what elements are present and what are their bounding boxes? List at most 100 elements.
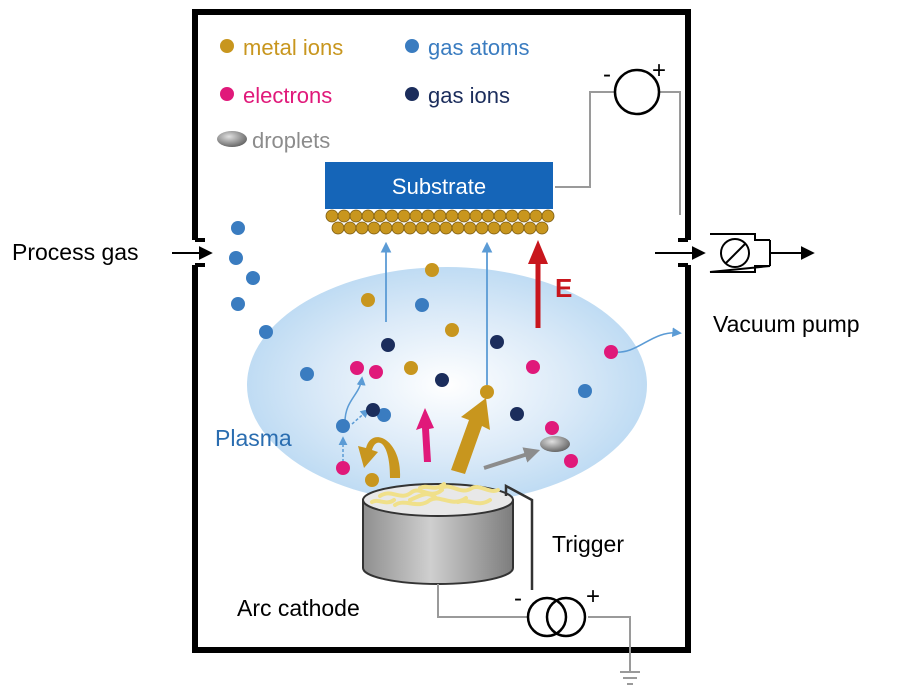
gas-atom-particle <box>578 384 592 398</box>
gas-atom-particle <box>336 419 350 433</box>
coating-sphere <box>529 209 543 223</box>
deposited-coating <box>325 209 555 235</box>
coating-sphere <box>367 221 381 235</box>
gas-atom-particle <box>415 298 429 312</box>
coating-sphere <box>481 209 495 223</box>
electric-field-arrow: E <box>528 240 572 328</box>
coating-sphere <box>325 209 339 223</box>
electron-particle <box>336 461 350 475</box>
legend-droplet-icon <box>217 131 247 147</box>
legend: metal ions gas atoms electrons gas ions … <box>217 35 530 153</box>
coating-sphere <box>355 221 369 235</box>
arc-supply-minus: - <box>514 585 522 612</box>
coating-sphere <box>391 221 405 235</box>
gas-atom-particle <box>231 221 245 235</box>
legend-gas-ion-dot <box>405 87 419 101</box>
coating-sphere <box>457 209 471 223</box>
droplet-emission-arrow <box>483 447 541 470</box>
metal-ion-particle <box>365 473 379 487</box>
gas-ion-particle <box>435 373 449 387</box>
arc-power-supply: - + Arc cathode <box>237 583 640 685</box>
electron-particle <box>369 365 383 379</box>
arc-cathode-label: Arc cathode <box>237 595 360 621</box>
emission-arrows <box>358 398 570 478</box>
metal-ion-particle <box>445 323 459 337</box>
coating-sphere <box>487 221 501 235</box>
electron-particle <box>350 361 364 375</box>
coating-sphere <box>373 209 387 223</box>
collision-paths <box>338 376 370 462</box>
coating-sphere <box>439 221 453 235</box>
coating-sphere <box>385 209 399 223</box>
legend-electrons: electrons <box>243 83 332 108</box>
coating-sphere <box>379 221 393 235</box>
coating-sphere <box>451 221 465 235</box>
vacuum-pump: Vacuum pump <box>655 233 860 337</box>
coating-sphere <box>427 221 441 235</box>
coating-sphere <box>469 209 483 223</box>
legend-gas-atom-dot <box>405 39 419 53</box>
escaping-electron-path <box>611 327 682 353</box>
coating-sphere <box>535 221 549 235</box>
coating-sphere <box>493 209 507 223</box>
coating-sphere <box>475 221 489 235</box>
droplet <box>540 436 570 452</box>
coating-sphere <box>463 221 477 235</box>
metal-ion-particle <box>361 293 375 307</box>
metal-ion-particle <box>480 385 494 399</box>
legend-metal-ion-dot <box>220 39 234 53</box>
coating-sphere <box>331 221 345 235</box>
bias-minus: - <box>603 61 611 88</box>
bias-source-icon <box>613 68 661 116</box>
coating-sphere <box>337 209 351 223</box>
coating-sphere <box>445 209 459 223</box>
plasma-label: Plasma <box>215 425 292 451</box>
electron-particle <box>545 421 559 435</box>
bias-plus: + <box>652 57 666 84</box>
gas-atom-particle <box>229 251 243 265</box>
legend-droplets: droplets <box>252 128 330 153</box>
metal-ion-particle <box>404 361 418 375</box>
metal-ion-particle <box>425 263 439 277</box>
coating-sphere <box>541 209 555 223</box>
bias-power-supply: - + <box>555 57 681 215</box>
vacuum-pump-label: Vacuum pump <box>713 311 860 337</box>
legend-electron-dot <box>220 87 234 101</box>
field-label: E <box>555 273 572 303</box>
process-gas-label: Process gas <box>12 239 139 265</box>
arc-cathode <box>362 482 514 585</box>
gas-ion-particle <box>490 335 504 349</box>
ion-trajectories <box>380 241 493 385</box>
coating-sphere <box>409 209 423 223</box>
substrate <box>325 162 553 209</box>
electron-particle <box>604 345 618 359</box>
electron-particle <box>526 360 540 374</box>
coating-sphere <box>403 221 417 235</box>
coating-sphere <box>505 209 519 223</box>
coating-sphere <box>517 209 531 223</box>
metal-ion-emission-arrow <box>451 398 490 474</box>
arc-supply-plus: + <box>586 583 600 610</box>
legend-gas-ions: gas ions <box>428 83 510 108</box>
gas-ion-particle <box>510 407 524 421</box>
substrate-label: Substrate <box>392 174 486 199</box>
gas-ion-particle <box>366 403 380 417</box>
coating-sphere <box>523 221 537 235</box>
coating-sphere <box>415 221 429 235</box>
legend-gas-atoms: gas atoms <box>428 35 530 60</box>
gas-atom-particle <box>246 271 260 285</box>
legend-metal-ions: metal ions <box>243 35 343 60</box>
trigger-label: Trigger <box>552 531 624 557</box>
plasma-particles <box>229 221 618 487</box>
trigger: Trigger <box>504 483 624 590</box>
coating-sphere <box>433 209 447 223</box>
coating-sphere <box>361 209 375 223</box>
returning-ion-arrow <box>358 437 401 478</box>
coating-sphere <box>511 221 525 235</box>
vacuum-chamber <box>192 9 691 653</box>
gas-atom-particle <box>231 297 245 311</box>
gas-atom-particle <box>259 325 273 339</box>
gas-atom-particle <box>377 408 391 422</box>
coating-sphere <box>421 209 435 223</box>
